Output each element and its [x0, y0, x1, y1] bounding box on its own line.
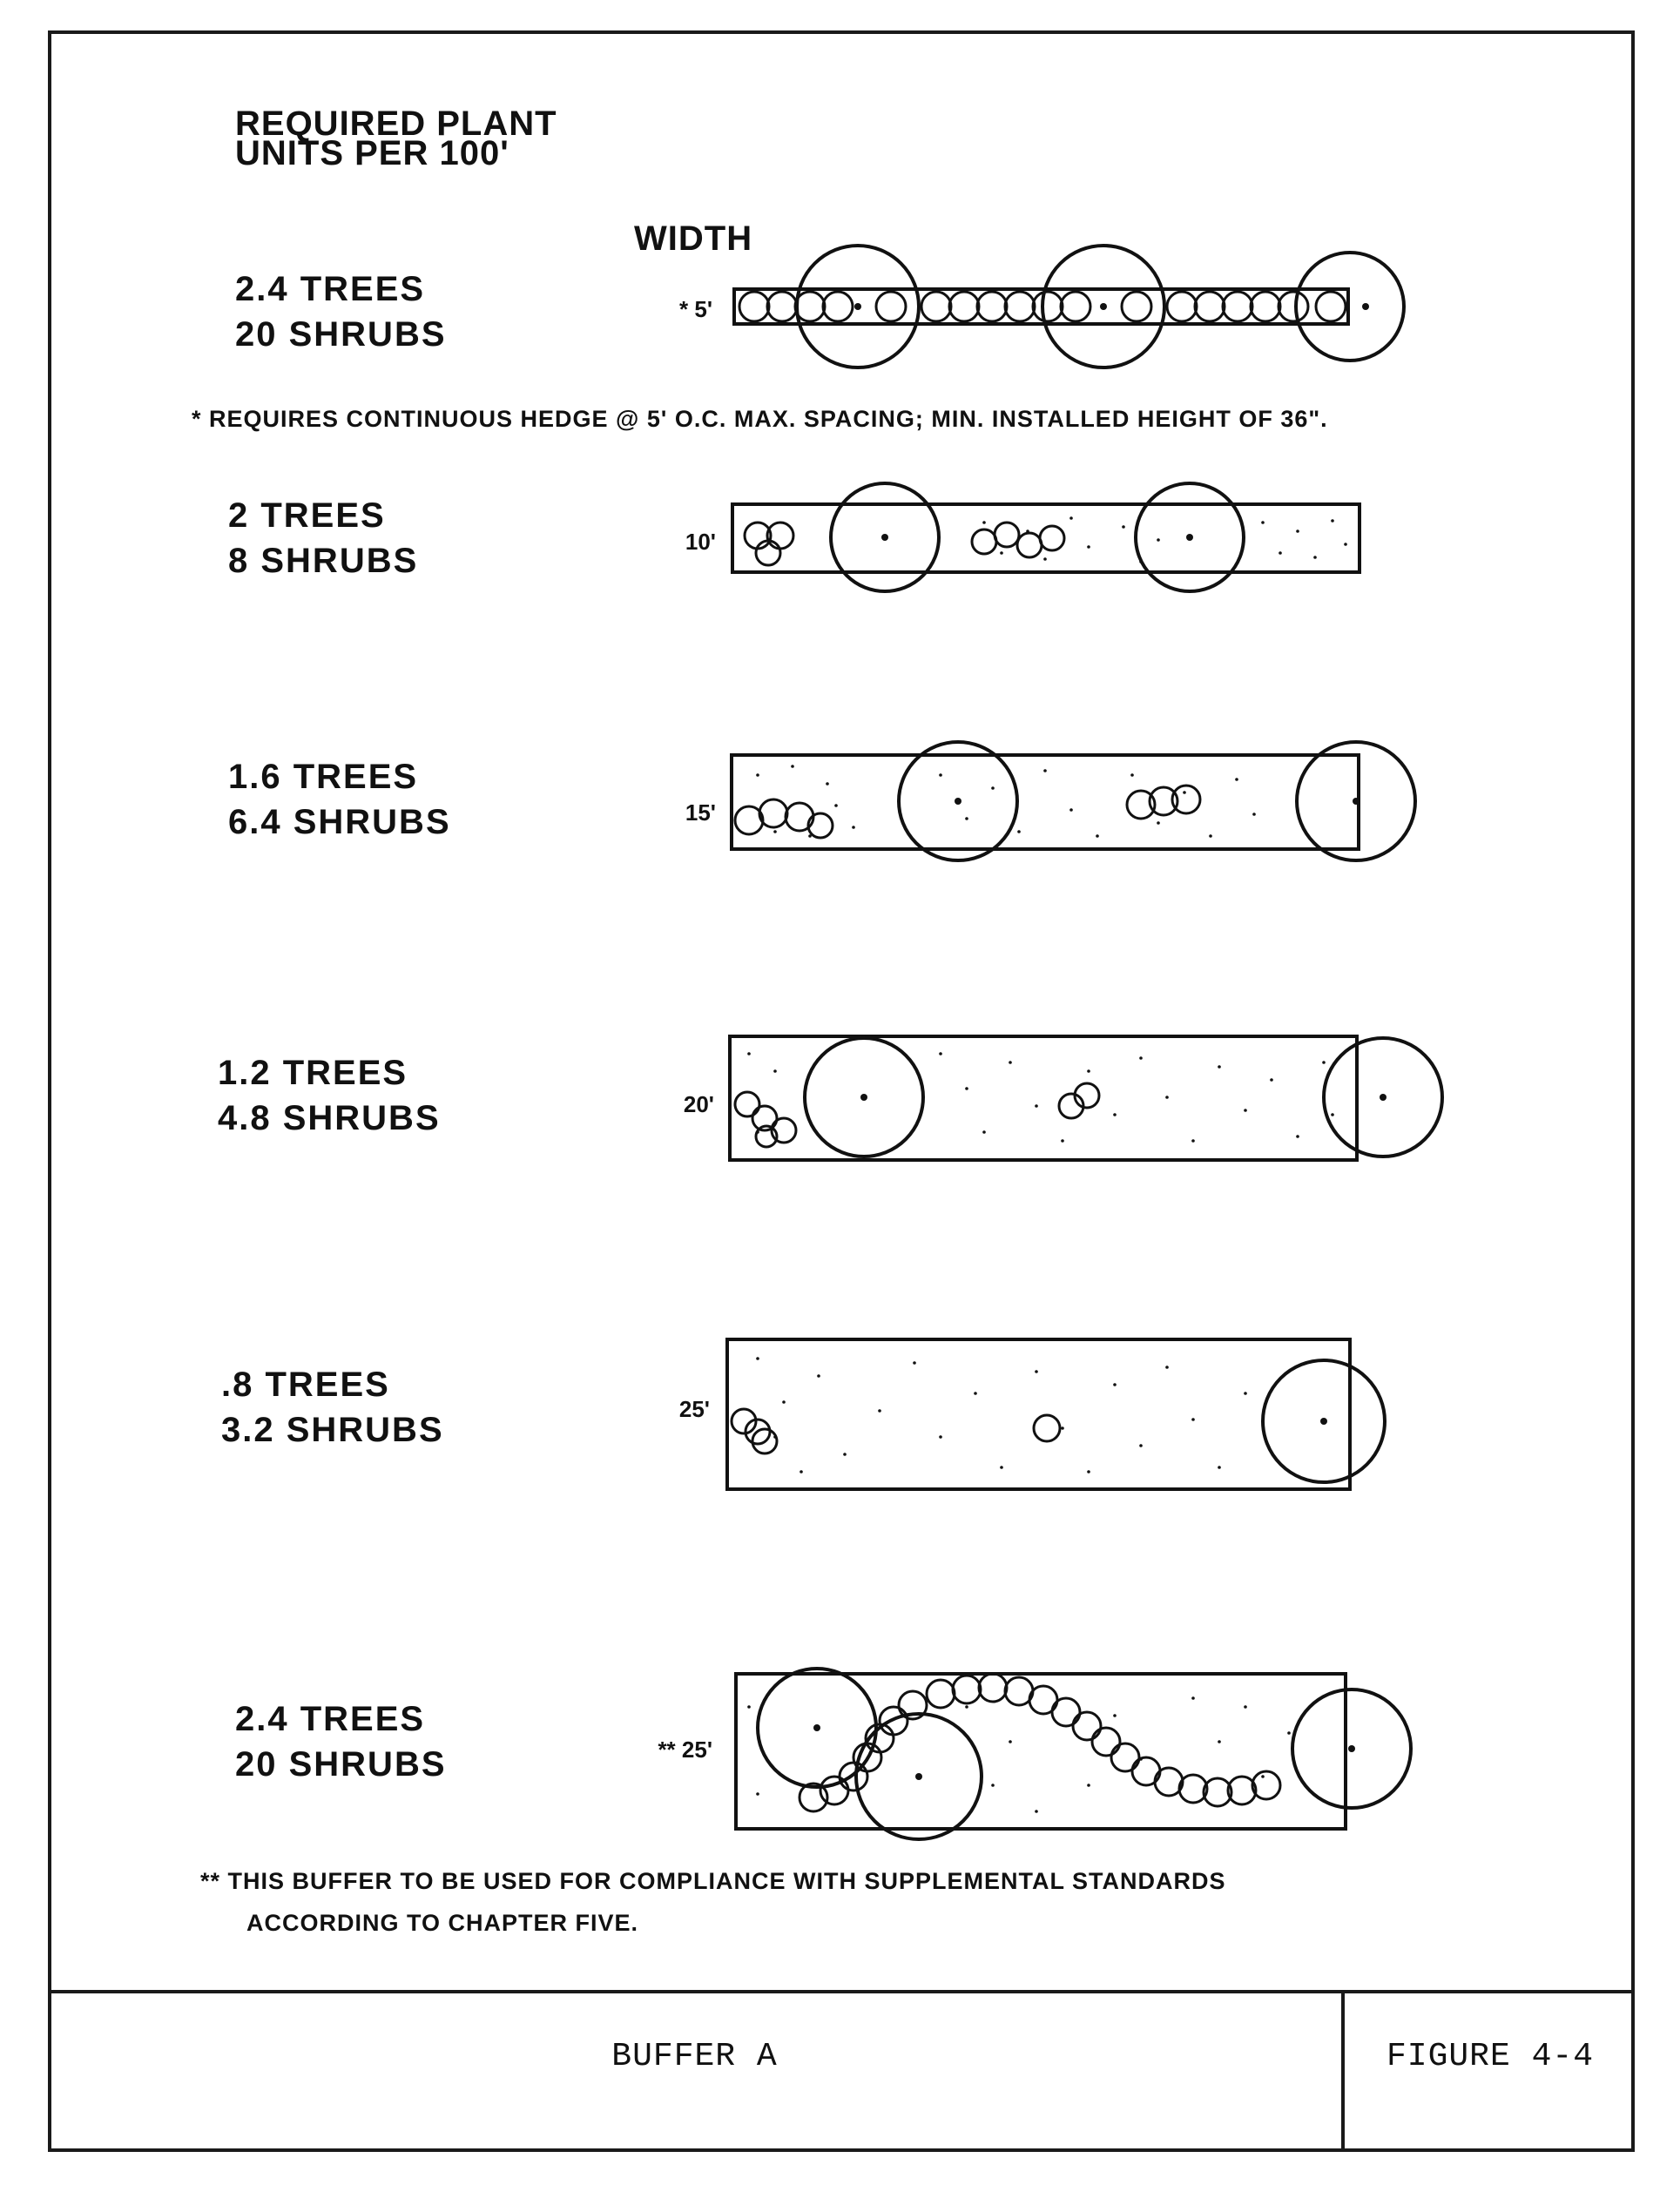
footer-cell-divider [1341, 1992, 1345, 2152]
row-3-shrubs [733, 784, 1202, 840]
row-4-label: 1.2 TREES 4.8 SHRUBS [218, 1050, 441, 1141]
heading-line-1: REQUIRED PLANT [235, 105, 557, 143]
row-5-trees: .8 TREES [221, 1366, 390, 1404]
row-1-buffer-strip [732, 244, 1406, 369]
row-5-label: .8 TREES 3.2 SHRUBS [221, 1362, 444, 1453]
footer-divider [48, 1990, 1635, 1993]
row-4-trees-canopy [803, 1036, 1444, 1158]
row-3-ground-stipple [756, 765, 1256, 838]
hedge-note: * REQUIRES CONTINUOUS HEDGE @ 5' O.C. MA… [192, 406, 1328, 432]
row-1-trees: 2.4 TREES [235, 270, 426, 308]
row-3-label: 1.6 TREES 6.4 SHRUBS [228, 754, 451, 845]
row-3-trees-canopy [897, 740, 1417, 862]
row-1-width: * 5' [679, 296, 712, 322]
row-3-width: 15' [685, 799, 716, 826]
row-2-trees-canopy [829, 482, 1245, 593]
footer-title: BUFFER A [611, 2038, 778, 2075]
supplemental-note-line-1: ** THIS BUFFER TO BE USED FOR COMPLIANCE… [200, 1868, 1226, 1894]
row-5-shrubs [730, 1407, 1062, 1455]
figure-frame [48, 30, 1635, 2152]
row-1-label: 2.4 TREES 20 SHRUBS [235, 266, 447, 357]
row-5-width: 25' [678, 1396, 710, 1422]
row-3-shrubs: 6.4 SHRUBS [228, 803, 451, 841]
row-2-trees: 2 TREES [228, 496, 386, 535]
row-6-buffer-strip [734, 1667, 1413, 1841]
row-6-hedge [798, 1672, 1282, 1813]
row-5-trees-canopy [1261, 1359, 1387, 1484]
row-6-label: 2.4 TREES 20 SHRUBS [235, 1696, 447, 1787]
row-6-width: ** 25' [658, 1737, 712, 1763]
row-5-buffer-strip [725, 1338, 1387, 1491]
row-3-buffer-strip [730, 740, 1417, 862]
row-1-trees-canopy [795, 244, 1406, 369]
row-2-ground-stipple [982, 516, 1347, 563]
row-2-width: 10' [685, 529, 716, 555]
heading: REQUIRED PLANT UNITS PER 100' [235, 105, 557, 172]
figure-number: FIGURE 4-4 [1386, 2038, 1595, 2075]
row-2-label: 2 TREES 8 SHRUBS [228, 493, 418, 583]
row-4-ground-stipple [747, 1052, 1334, 1143]
row-4-shrubs: 4.8 SHRUBS [218, 1099, 441, 1137]
width-header: WIDTH [634, 219, 753, 258]
row-4-width: 20' [683, 1091, 714, 1117]
row-6-shrubs: 20 SHRUBS [235, 1745, 447, 1784]
row-2-buffer-strip [731, 482, 1361, 593]
row-6-trees-canopy [756, 1667, 1413, 1841]
supplemental-note-line-2: ACCORDING TO CHAPTER FIVE. [246, 1910, 639, 1936]
row-1-shrubs: 20 SHRUBS [235, 315, 447, 354]
heading-line-2: UNITS PER 100' [235, 134, 509, 172]
row-4-trees: 1.2 TREES [218, 1054, 408, 1092]
row-5-shrubs: 3.2 SHRUBS [221, 1411, 444, 1449]
row-2-shrubs: 8 SHRUBS [228, 542, 419, 580]
row-4-buffer-strip [728, 1035, 1444, 1162]
row-6-trees: 2.4 TREES [235, 1700, 426, 1738]
row-2-shrubs [743, 521, 1066, 567]
row-3-trees: 1.6 TREES [228, 758, 419, 796]
row-5-ground-stipple [756, 1357, 1247, 1474]
row-4-shrubs [733, 1082, 1101, 1149]
